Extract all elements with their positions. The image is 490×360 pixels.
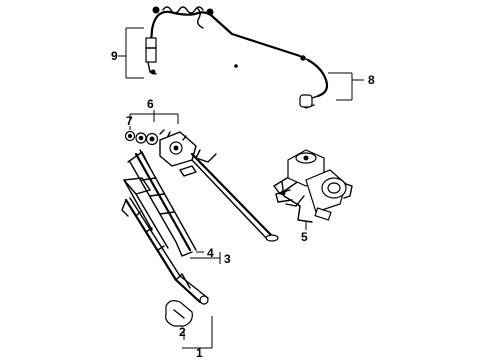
wiper-blade-icon — [127, 149, 197, 257]
callout-8: 8 — [368, 73, 375, 87]
callout-9: 9 — [111, 49, 118, 63]
callout-7: 7 — [126, 114, 133, 128]
washer-hose-nozzle-icon — [148, 6, 329, 109]
wiper-motor-icon — [273, 149, 353, 223]
callout-1: 1 — [196, 346, 203, 360]
wiper-arm-icon — [121, 197, 209, 305]
callout-6: 6 — [147, 97, 154, 111]
hose-clip-icon — [145, 37, 157, 75]
pivot-nut-icon — [124, 129, 165, 146]
arm-pivot-cap-icon — [165, 300, 193, 327]
callout-5: 5 — [301, 230, 308, 244]
callout-4: 4 — [207, 246, 214, 260]
linkage-transmission-icon — [159, 131, 279, 242]
callout-3: 3 — [224, 252, 231, 266]
blade-insert-icon — [123, 177, 169, 249]
callout-2: 2 — [179, 325, 186, 339]
